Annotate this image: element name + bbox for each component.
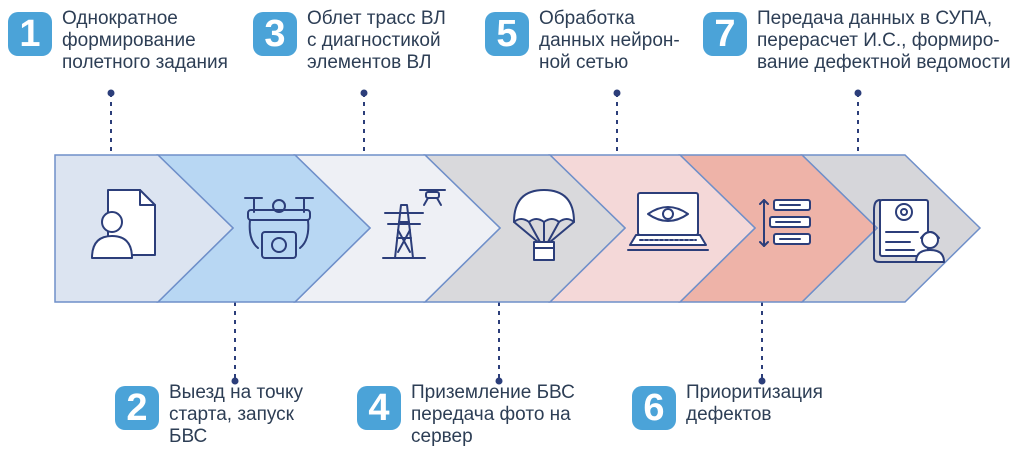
step-3-label: Облет трасс ВЛ с диагностикой элементов … — [307, 8, 446, 73]
step-3-badge: 3 — [253, 12, 297, 56]
step-4-label: Приземление БВС передача фото на сервер — [411, 382, 575, 447]
step-2-label: Выезд на точку старта, запуск БВС — [169, 382, 304, 447]
step-5-badge: 5 — [485, 12, 529, 56]
parachute-box-icon — [513, 189, 575, 261]
step-4-badge: 4 — [357, 386, 401, 430]
chevron-row — [54, 154, 982, 303]
step-5-label: Обработка данных нейрон- ной сетью — [539, 8, 680, 73]
blueprint-engineer-icon — [873, 199, 945, 263]
step-1: 1 Однократное формирование полетного зад… — [8, 8, 228, 74]
connector-dots — [107, 89, 862, 385]
step-2-badge: 2 — [115, 386, 159, 430]
priority-list-icon — [759, 199, 811, 247]
drone-camera-icon — [244, 197, 314, 259]
step-1-label: Однократное формирование полетного задан… — [62, 8, 228, 73]
step-7-label: Передача данных в СУПА, перерасчет И.С.,… — [757, 8, 1011, 73]
step-6-badge: 6 — [632, 386, 676, 430]
document-person-icon — [91, 189, 156, 259]
step-7: 7 Передача данных в СУПА, перерасчет И.С… — [703, 8, 1011, 74]
step-2: 2 Выезд на точку старта, запуск БВС — [115, 382, 303, 448]
step-5: 5 Обработка данных нейрон- ной сетью — [485, 8, 680, 74]
laptop-eye-icon — [627, 192, 709, 251]
step-3: 3 Облет трасс ВЛ с диагностикой элементо… — [253, 8, 446, 74]
power-tower-drone-icon — [382, 189, 446, 259]
connectors — [110, 93, 859, 381]
step-1-badge: 1 — [8, 12, 52, 56]
step-4: 4 Приземление БВС передача фото на серве… — [357, 382, 575, 448]
step-6: 6 Приоритизация дефектов — [632, 382, 823, 430]
step-6-label: Приоритизация дефектов — [686, 382, 823, 425]
step-7-badge: 7 — [703, 12, 747, 56]
